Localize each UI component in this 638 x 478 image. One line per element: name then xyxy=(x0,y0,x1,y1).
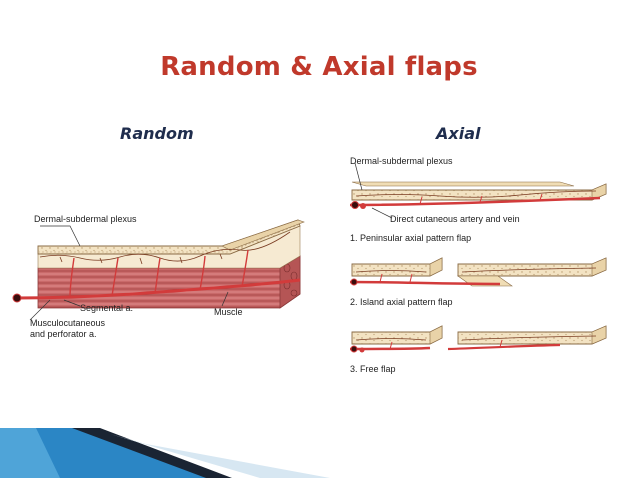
random-leader-lines xyxy=(29,225,229,321)
axial-flap-1-illustration xyxy=(349,162,607,219)
random-heading: Random xyxy=(120,124,194,143)
axial-label-plexus: Dermal-subdermal plexus xyxy=(350,156,453,166)
axial-label-flap-3: 3. Free flap xyxy=(350,364,396,374)
random-label-muscle: Muscle xyxy=(214,307,243,317)
random-perforators xyxy=(69,249,249,298)
axial-heading: Axial xyxy=(436,124,481,143)
random-main-artery xyxy=(12,278,301,303)
axial-flap-2-illustration xyxy=(349,257,607,287)
slide-title: Random & Axial flaps xyxy=(160,52,478,82)
axial-label-direct: Direct cutaneous artery and vein xyxy=(390,214,520,224)
random-skin-flap xyxy=(37,219,305,255)
axial-label-flap-1: 1. Peninsular axial pattern flap xyxy=(350,233,472,243)
axial-flap-3-illustration xyxy=(349,325,607,353)
random-flap-illustration xyxy=(12,219,305,321)
random-label-musculo-line2: and perforator a. xyxy=(30,329,97,339)
random-label-plexus: Dermal-subdermal plexus xyxy=(34,214,137,224)
random-label-segmental: Segmental a. xyxy=(80,303,134,313)
footer-decoration xyxy=(0,428,330,478)
axial-label-flap-2: 2. Island axial pattern flap xyxy=(350,297,453,307)
random-label-musculo-line1: Musculocutaneous xyxy=(30,318,106,328)
